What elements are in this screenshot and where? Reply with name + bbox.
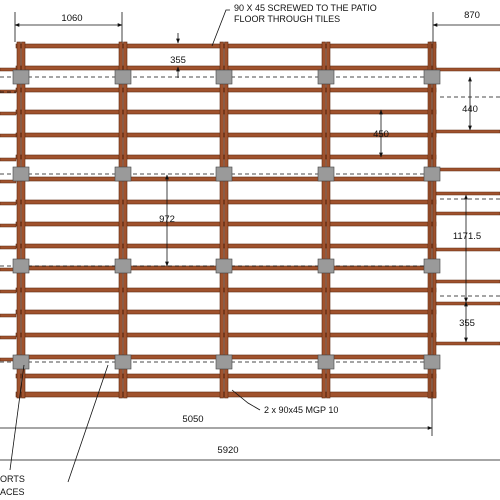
bearer — [21, 41, 26, 399]
dimension-lines — [0, 9, 500, 483]
leader-bottom-note — [231, 389, 261, 411]
post-bracket — [215, 354, 233, 370]
post-bracket — [317, 258, 335, 274]
stub-joist — [0, 89, 17, 94]
dim-label-870: 870 — [464, 10, 480, 21]
post-bracket — [317, 354, 335, 370]
extension-joist — [435, 279, 500, 284]
bearer — [118, 41, 123, 399]
post-bracket — [114, 354, 132, 370]
post-bracket — [215, 69, 233, 85]
stub-joist — [0, 201, 17, 206]
bearer — [219, 41, 224, 399]
note-left-line1: ORTS — [0, 474, 25, 484]
post-bracket — [12, 258, 30, 274]
bearer — [432, 41, 437, 399]
note-bg — [230, 2, 370, 24]
post-bracket — [423, 166, 441, 182]
extension-joist — [435, 247, 500, 252]
stub-joist — [0, 245, 17, 250]
bearer — [326, 41, 331, 399]
note-top-line2: FLOOR THROUGH TILES — [234, 14, 340, 24]
extension-joist — [435, 301, 500, 306]
bearer-group — [16, 41, 437, 399]
extension-joist — [435, 341, 500, 346]
stub-joist — [0, 111, 17, 116]
bearer — [224, 41, 229, 399]
post-bracket — [423, 258, 441, 274]
post-bracket — [215, 258, 233, 274]
dim-label-5920: 5920 — [217, 445, 238, 456]
extension-joist — [435, 67, 500, 72]
bearer — [16, 41, 21, 399]
bearer — [123, 41, 128, 399]
leader-top-note — [211, 9, 232, 47]
dim-label-355-bottom: 355 — [459, 318, 475, 329]
note-left-line2: ACES — [0, 487, 25, 497]
dim-label-355-top: 355 — [170, 55, 186, 66]
dim-label-450: 450 — [373, 129, 389, 140]
extension-joist — [435, 211, 500, 216]
post-bracket — [215, 166, 233, 182]
stub-joist — [0, 157, 17, 162]
post-bracket — [114, 69, 132, 85]
post-bracket — [423, 69, 441, 85]
stub-joist — [0, 335, 17, 340]
stub-joist — [0, 223, 17, 228]
dim-label-1171: 1171.5 — [453, 231, 481, 242]
bracket-group — [12, 69, 441, 370]
joist-group — [0, 43, 500, 398]
post-bracket — [317, 166, 335, 182]
leader-left-note-2 — [9, 364, 25, 471]
note-beam: 2 x 90x45 MGP 10 — [264, 405, 338, 415]
post-bracket — [114, 258, 132, 274]
dim-label-972: 972 — [159, 214, 175, 225]
dim-label-5050: 5050 — [182, 414, 203, 425]
post-bracket — [114, 166, 132, 182]
stub-joist — [0, 313, 17, 318]
stub-joist — [0, 179, 17, 184]
stub-joist — [0, 289, 17, 294]
extension-joist — [435, 129, 500, 134]
post-bracket — [12, 166, 30, 182]
dashed-line-group — [0, 76, 500, 363]
dim-label-1060: 1060 — [61, 13, 82, 24]
extension-joist — [435, 191, 500, 196]
extension-joist — [435, 167, 500, 172]
leader-left-note-1 — [67, 364, 109, 483]
post-bracket — [423, 354, 441, 370]
note-top-line1: 90 X 45 SCREWED TO THE PATIO — [234, 3, 377, 13]
post-bracket — [12, 69, 30, 85]
stub-joist — [0, 133, 17, 138]
stub-joist — [0, 67, 17, 72]
post-bracket — [12, 354, 30, 370]
bearer — [321, 41, 326, 399]
bearer-outline — [429, 41, 434, 399]
dim-label-440: 440 — [462, 104, 478, 115]
post-bracket — [317, 69, 335, 85]
